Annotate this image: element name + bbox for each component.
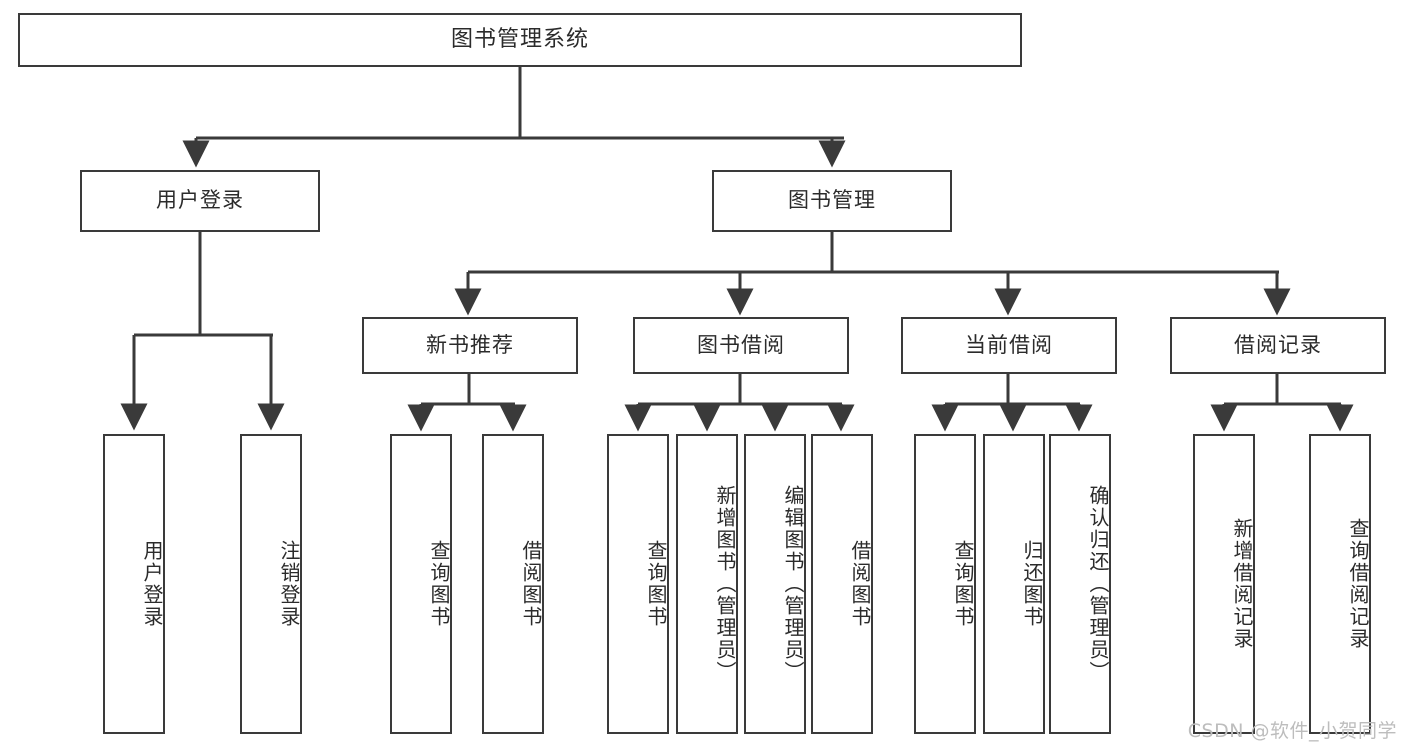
node-new-book-recommend[interactable]: 新书推荐	[362, 317, 578, 374]
node-root-system[interactable]: 图书管理系统	[18, 13, 1022, 67]
node-label: 图书管理系统	[450, 26, 589, 52]
node-label: 新增借阅记录	[1230, 518, 1254, 650]
node-label: 编辑图书（管理员）	[781, 485, 805, 683]
node-label: 用户登录	[140, 540, 164, 628]
node-label: 借阅记录	[1234, 332, 1322, 357]
node-leaf-lend-book[interactable]: 借阅图书	[811, 434, 873, 734]
node-leaf-query-borrow-record[interactable]: 查询借阅记录	[1309, 434, 1371, 734]
node-leaf-query-book-current[interactable]: 查询图书	[914, 434, 976, 734]
node-label: 用户登录	[156, 188, 244, 213]
node-label: 当前借阅	[965, 332, 1053, 357]
node-user-login-module[interactable]: 用户登录	[80, 170, 320, 232]
node-label: 查询图书	[427, 540, 451, 628]
node-leaf-query-book-borrow[interactable]: 查询图书	[607, 434, 669, 734]
node-leaf-add-borrow-record[interactable]: 新增借阅记录	[1193, 434, 1255, 734]
node-label: 查询借阅记录	[1346, 518, 1370, 650]
node-label: 注销登录	[277, 540, 301, 628]
node-current-borrow[interactable]: 当前借阅	[901, 317, 1117, 374]
node-leaf-edit-book-admin[interactable]: 编辑图书（管理员）	[744, 434, 806, 734]
node-leaf-confirm-return-admin[interactable]: 确认归还（管理员）	[1049, 434, 1111, 734]
node-label: 图书管理	[788, 188, 876, 213]
node-label: 新增图书（管理员）	[713, 485, 737, 683]
node-leaf-logout[interactable]: 注销登录	[240, 434, 302, 734]
node-label: 图书借阅	[697, 332, 785, 357]
node-label: 借阅图书	[848, 540, 872, 628]
node-leaf-return-book[interactable]: 归还图书	[983, 434, 1045, 734]
csdn-watermark: CSDN @软件_小贺同学	[1187, 720, 1397, 742]
node-book-borrow[interactable]: 图书借阅	[633, 317, 849, 374]
node-leaf-borrow-book-recommend[interactable]: 借阅图书	[482, 434, 544, 734]
node-leaf-user-login[interactable]: 用户登录	[103, 434, 165, 734]
node-label: 查询图书	[644, 540, 668, 628]
node-label: 确认归还（管理员）	[1086, 485, 1110, 683]
node-label: 新书推荐	[426, 332, 514, 357]
node-leaf-add-book-admin[interactable]: 新增图书（管理员）	[676, 434, 738, 734]
node-label: 借阅图书	[519, 540, 543, 628]
node-borrow-records[interactable]: 借阅记录	[1170, 317, 1386, 374]
node-label: 归还图书	[1020, 540, 1044, 628]
node-book-management-module[interactable]: 图书管理	[712, 170, 952, 232]
node-leaf-query-book-recommend[interactable]: 查询图书	[390, 434, 452, 734]
node-label: 查询图书	[951, 540, 975, 628]
